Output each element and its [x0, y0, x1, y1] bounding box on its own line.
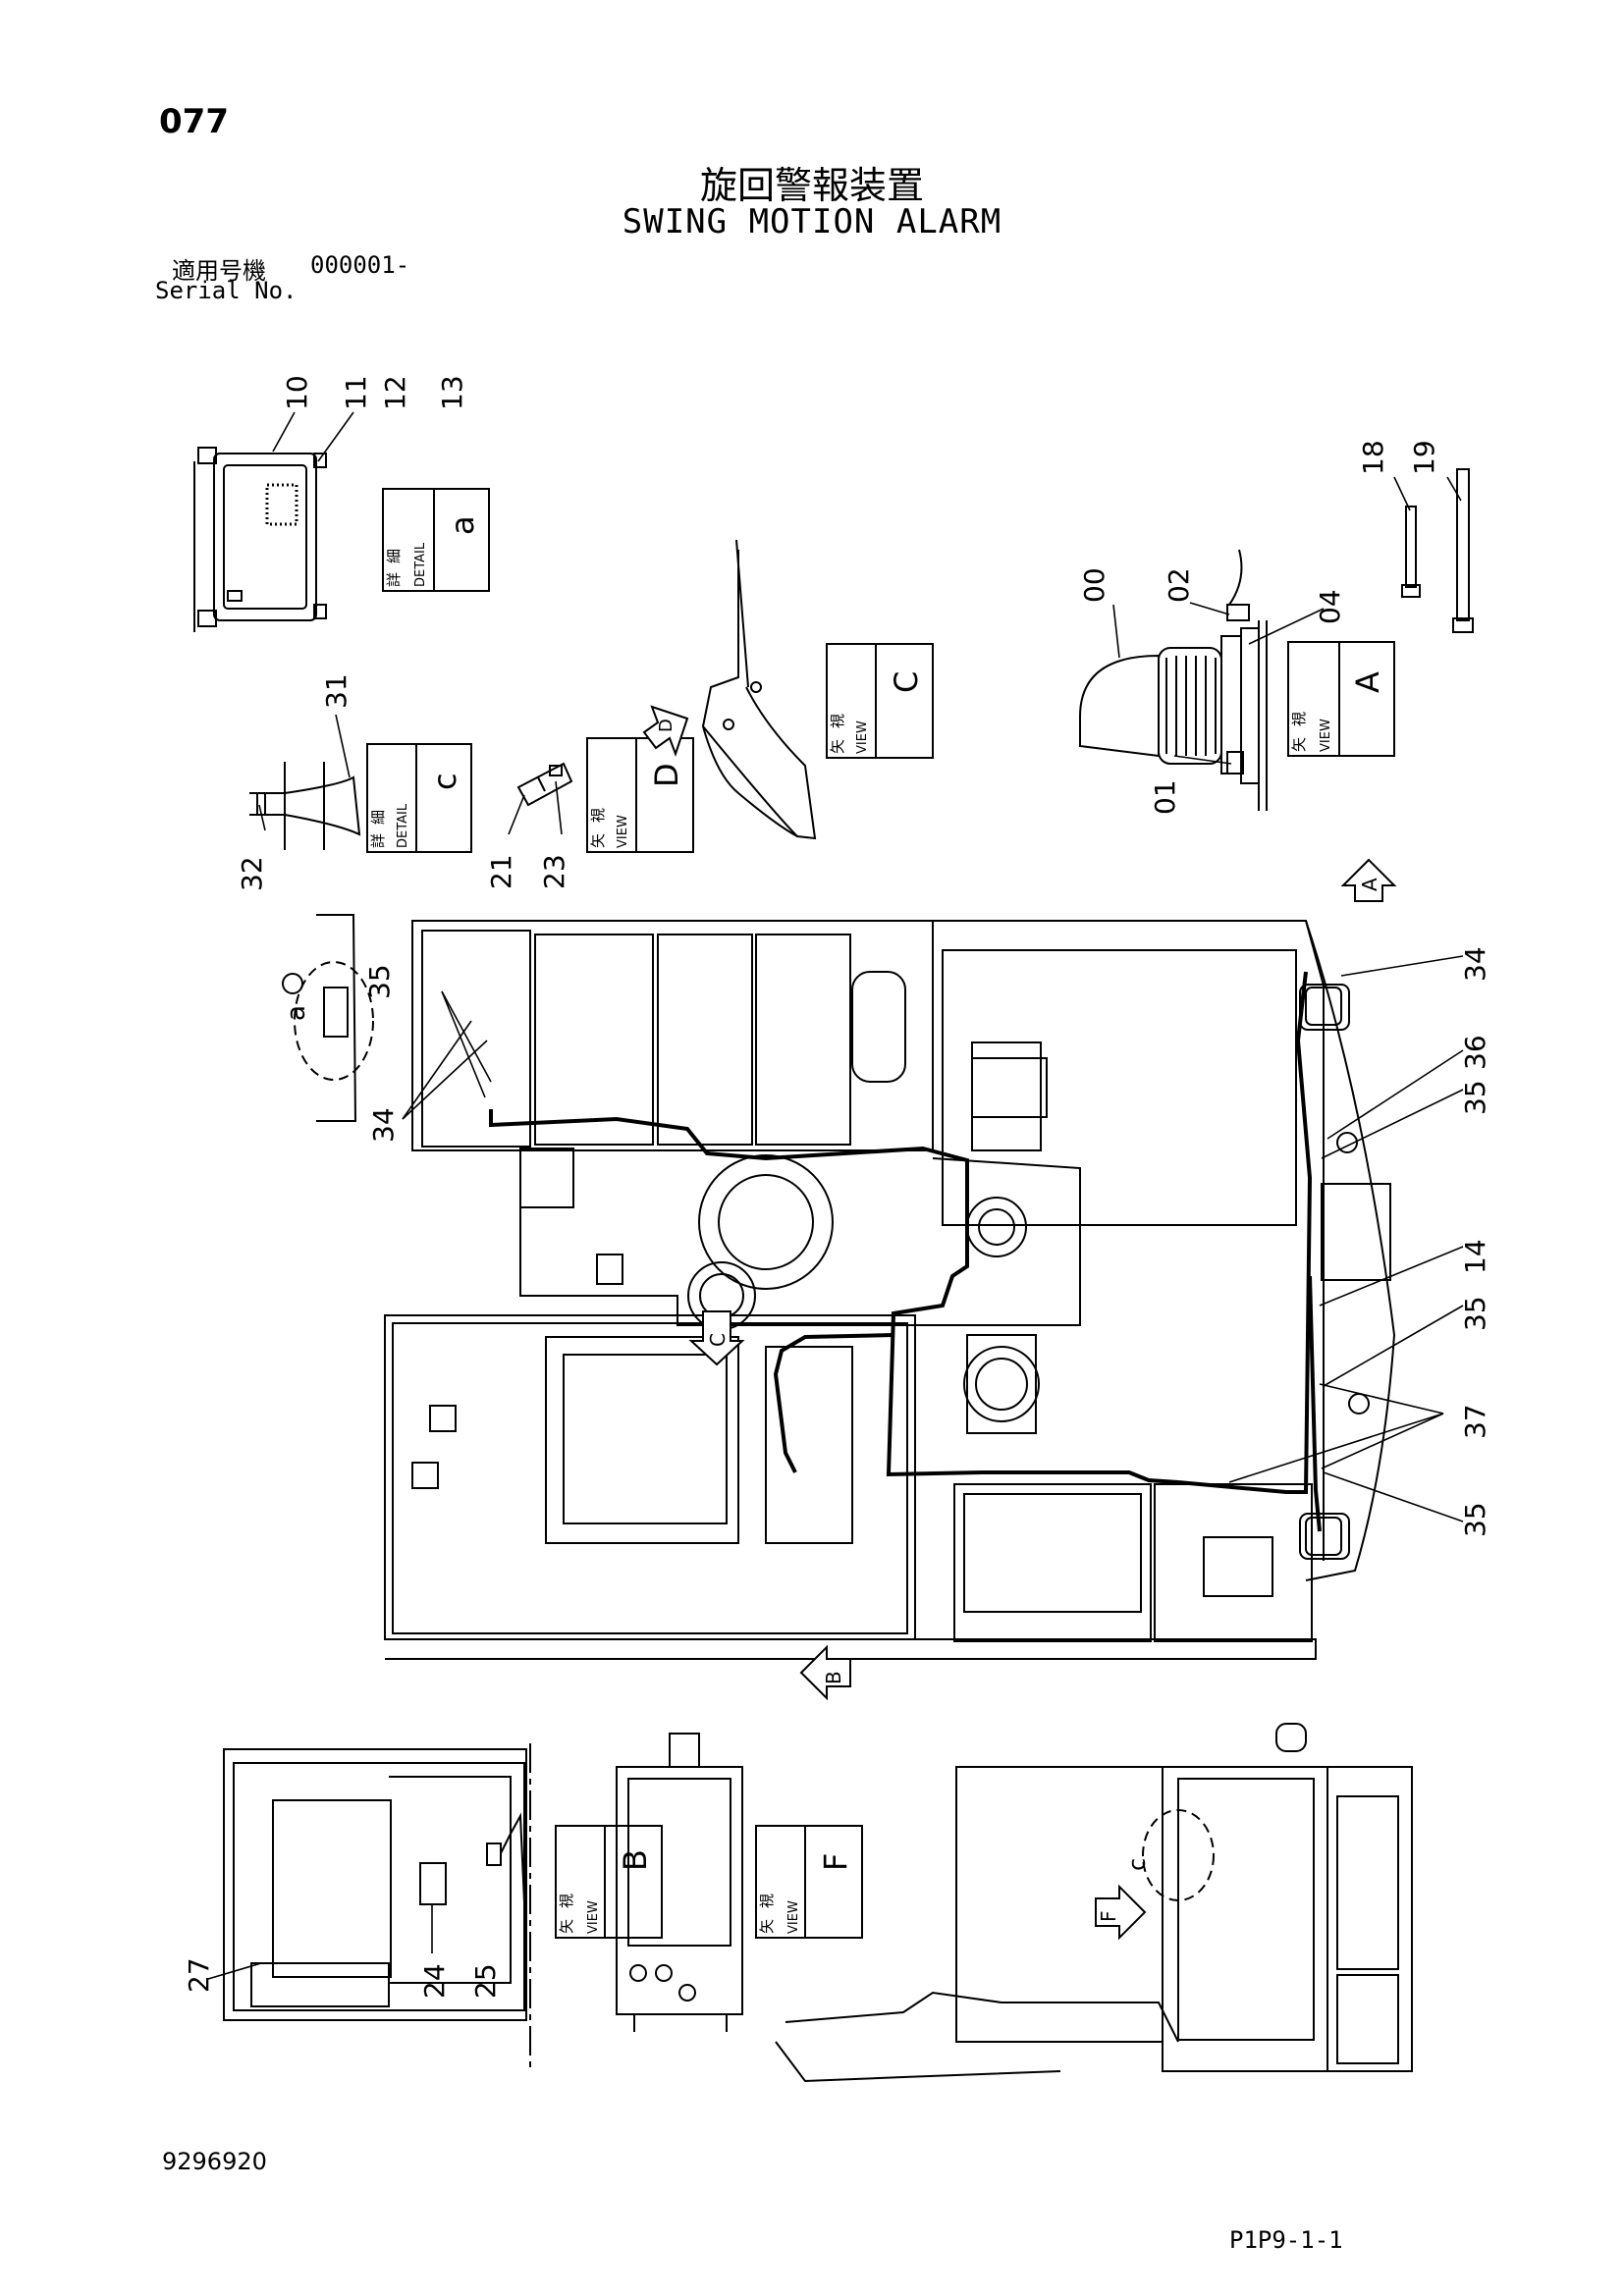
alarm-control-box-drawing	[193, 447, 327, 632]
view-arrow-b: B	[799, 1644, 851, 1701]
rear-view-drawing	[775, 1723, 1413, 2083]
alarm-wire-harness	[489, 971, 1322, 1532]
callout-02: 02	[1163, 567, 1195, 603]
view-a-jp1: 矢	[1290, 737, 1308, 752]
callout-25: 25	[469, 1963, 502, 1999]
view-c-label: 矢 視 VIEW C	[826, 643, 934, 759]
callout-34-right: 34	[1459, 946, 1491, 982]
detail-c-jp1: 詳	[369, 833, 387, 848]
view-b-jp2: 視	[558, 1894, 575, 1908]
serial-label-japanese: 適用号機	[172, 257, 266, 285]
beacon-lamp-drawing	[1079, 549, 1268, 811]
callout-19: 19	[1408, 440, 1440, 475]
box-view-f-drawing	[616, 1733, 743, 2032]
side-view-b-drawing	[223, 1743, 531, 2071]
callout-18: 18	[1357, 440, 1389, 475]
view-b-label: 矢 視 VIEW B	[555, 1825, 663, 1939]
callout-leader-lines	[207, 411, 1464, 1980]
callout-37: 37	[1459, 1404, 1491, 1439]
callout-35-right-3: 35	[1459, 1502, 1491, 1537]
detail-c-label: 詳 細 DETAIL c	[366, 743, 472, 853]
detail-a-letter: a	[444, 515, 481, 535]
callout-35-left: 35	[363, 964, 396, 999]
title-japanese: 旋回警報装置	[699, 164, 924, 207]
view-a-label: 矢 視 VIEW A	[1287, 641, 1395, 757]
detail-c-letter: c	[426, 773, 463, 790]
detail-a-jp1: 詳	[385, 572, 403, 587]
svg-text:A: A	[1358, 878, 1381, 891]
view-b-en: VIEW	[586, 1900, 601, 1934]
view-c-en: VIEW	[855, 721, 870, 754]
connector-view-d-drawing	[516, 762, 573, 807]
svg-text:B: B	[822, 1671, 845, 1684]
detail-c-en: DETAIL	[396, 803, 410, 848]
machine-plan-view	[384, 920, 1396, 1660]
callout-34-left: 34	[367, 1107, 400, 1143]
view-f-label: 矢 視 VIEW F	[755, 1825, 863, 1939]
page-number: 077	[159, 102, 229, 141]
detail-circle-a-letter: a	[282, 1005, 311, 1021]
callout-35-right-2: 35	[1459, 1296, 1491, 1331]
svg-text:D: D	[656, 719, 677, 732]
callout-10: 10	[281, 375, 313, 410]
detail-c-jp2: 細	[369, 810, 387, 825]
view-f-en: VIEW	[786, 1900, 801, 1934]
detail-a-en: DETAIL	[413, 542, 428, 587]
callout-01: 01	[1149, 779, 1181, 815]
view-c-letter: C	[888, 671, 925, 693]
callout-32: 32	[236, 856, 268, 891]
callout-14: 14	[1459, 1239, 1491, 1274]
callout-23: 23	[538, 854, 570, 889]
callout-31: 31	[320, 673, 352, 709]
view-d-jp1: 矢	[589, 833, 607, 848]
view-a-en: VIEW	[1319, 719, 1333, 752]
view-arrow-d: D	[642, 705, 689, 757]
view-c-jp1: 矢	[829, 739, 846, 754]
view-arrow-f: F	[1095, 1884, 1147, 1941]
view-f-jp2: 視	[758, 1894, 776, 1908]
sheet-id: P1P9-1-1	[1229, 2226, 1343, 2254]
view-d-label: 矢 視 VIEW D	[586, 737, 694, 853]
view-arrow-a: A	[1340, 858, 1397, 902]
view-d-letter: D	[648, 763, 685, 787]
detail-a-jp2: 細	[385, 549, 403, 563]
callout-12: 12	[379, 375, 411, 410]
cable-ties-drawing	[1401, 468, 1474, 633]
svg-text:C: C	[706, 1333, 730, 1347]
callout-21: 21	[485, 854, 517, 889]
view-arrow-c: C	[688, 1310, 745, 1366]
bracket-view-c-drawing	[701, 539, 817, 840]
clamp-detail-drawing	[249, 762, 361, 850]
detail-a-inset	[282, 914, 374, 1122]
callout-27: 27	[183, 1957, 215, 1993]
view-d-jp2: 視	[589, 808, 607, 823]
view-c-jp2: 視	[829, 714, 846, 728]
serial-value: 000001-	[310, 251, 410, 279]
view-f-letter: F	[817, 1853, 854, 1871]
callout-36: 36	[1459, 1035, 1491, 1070]
serial-label-english: Serial No.	[155, 277, 298, 304]
view-a-jp2: 視	[1290, 712, 1308, 726]
view-a-letter: A	[1349, 671, 1386, 693]
detail-a-label: 詳 細 DETAIL a	[382, 488, 490, 592]
view-b-letter: B	[617, 1849, 654, 1871]
title-english: SWING MOTION ALARM	[622, 202, 1002, 241]
view-d-en: VIEW	[616, 815, 630, 848]
callout-11: 11	[340, 375, 372, 410]
detail-circle-c-letter: c	[1123, 1858, 1151, 1871]
document-number: 9296920	[162, 2148, 267, 2175]
view-f-jp1: 矢	[758, 1919, 776, 1934]
callout-24: 24	[418, 1963, 451, 1999]
callout-35-right-1: 35	[1459, 1080, 1491, 1115]
callout-00: 00	[1078, 567, 1110, 603]
svg-text:F: F	[1097, 1910, 1120, 1922]
callout-13: 13	[436, 375, 468, 410]
callout-04: 04	[1314, 589, 1346, 624]
view-b-jp1: 矢	[558, 1919, 575, 1934]
